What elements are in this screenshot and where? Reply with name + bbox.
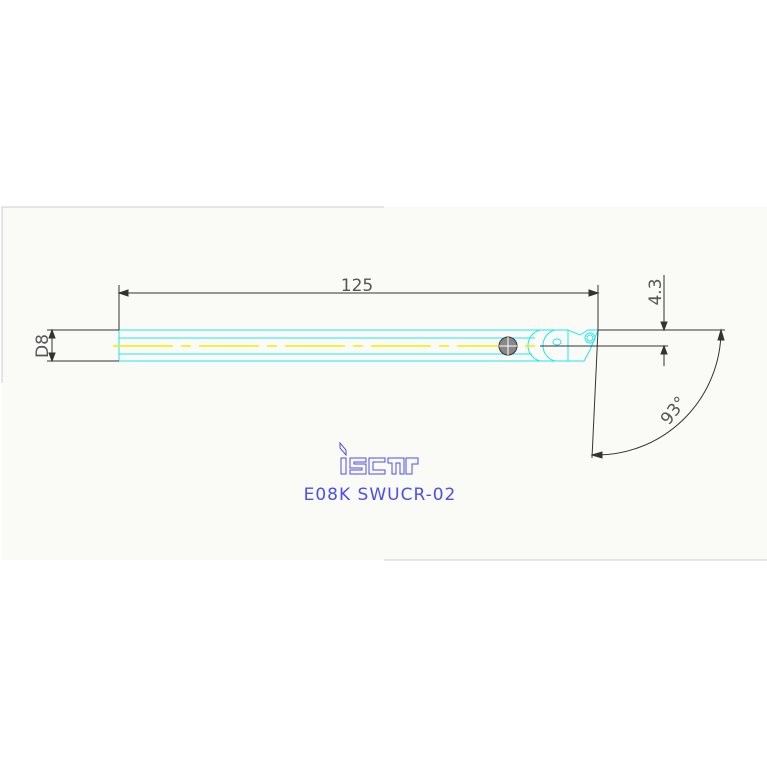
length-dimension: 125 — [341, 276, 373, 296]
part-number: E08K SWUCR-02 — [304, 485, 457, 505]
diameter-dimension: D8 — [33, 334, 53, 358]
drawing-panel — [2, 207, 767, 560]
dimensions — [47, 275, 725, 459]
panel-border-top-left — [1, 206, 384, 383]
iscar-logo — [339, 441, 419, 475]
offset-dimension: 4.3 — [646, 278, 666, 305]
center-mark — [498, 336, 518, 356]
